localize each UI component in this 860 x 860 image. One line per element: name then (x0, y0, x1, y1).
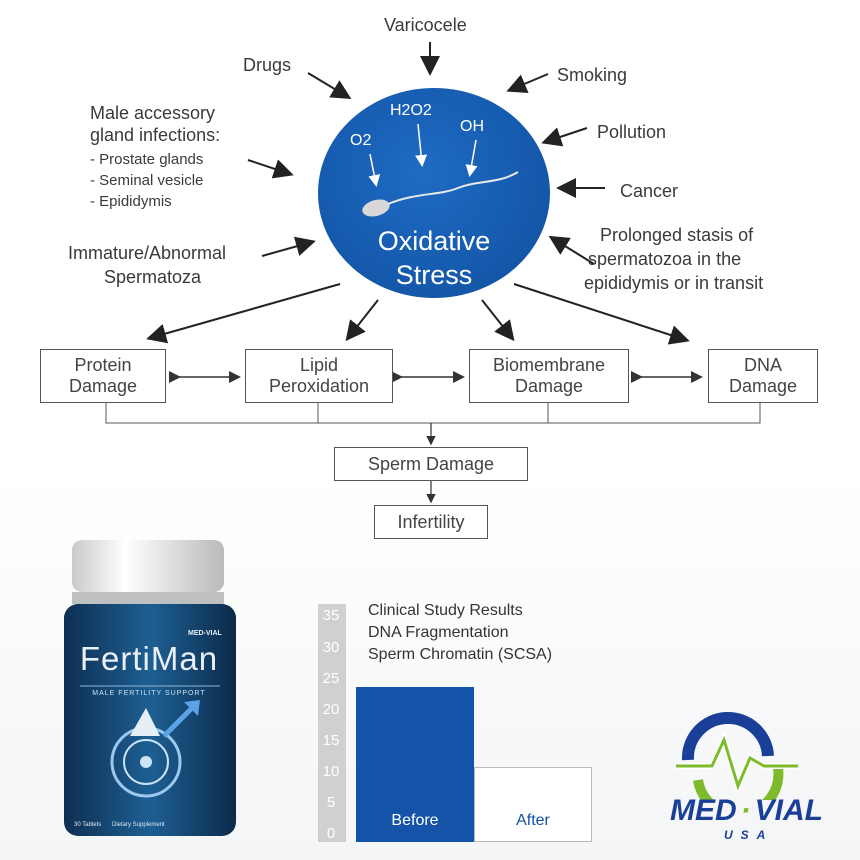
cause-prolonged-2: spermatozoa in the (588, 249, 742, 269)
biomembrane-line2: Damage (514, 376, 584, 396)
stress-label: Stress (395, 260, 473, 290)
med-vial-logo: MED·VIAL USA (668, 710, 848, 850)
oxidative-stress-circle: O2 H2O2 OH Oxidative Stress (318, 88, 550, 298)
box-infertility: Infertility (374, 505, 488, 539)
cause-pollution: Pollution (597, 122, 667, 142)
dna-line1: DNA (743, 355, 782, 375)
product-bottle: MED-VIAL FertiMan MALE FERTILITY SUPPORT… (60, 540, 240, 840)
cause-smoking: Smoking (557, 65, 628, 85)
logo-sep: · (740, 794, 751, 827)
cause-male-accessory-1: Male accessory (90, 103, 216, 123)
bottle-count: 30 Tablets (74, 822, 102, 828)
cause-drugs: Drugs (243, 55, 292, 75)
dna-line2: Damage (728, 376, 798, 396)
h2o2-label: H2O2 (390, 102, 432, 119)
bottle-graphic (64, 540, 236, 836)
oxidative-label: Oxidative (377, 226, 491, 256)
logo-vial: VIAL (754, 794, 824, 827)
logo-med: MED (670, 794, 737, 827)
logo-emblem-icon (676, 712, 798, 800)
logo-sub: USA (724, 828, 774, 842)
cause-immature-2: Spermatoza (104, 267, 202, 287)
oh-label: OH (460, 118, 484, 135)
cause-seminal: - Seminal vesicle (90, 172, 204, 189)
cause-epididymis: - Epididymis (90, 193, 172, 210)
cause-immature-1: Immature/Abnormal (68, 243, 227, 263)
cause-prolonged-1: Prolonged stasis of (600, 225, 754, 245)
bottle-product-name: FertiMan (79, 640, 219, 677)
protein-line1: Protein (74, 355, 132, 375)
o2-label: O2 (350, 132, 372, 149)
biomembrane-line1: Biomembrane (492, 355, 606, 375)
bottle-type: Dietary Supplement (112, 822, 165, 828)
bottle-brand-small: MED-VIAL (188, 630, 222, 637)
protein-line2: Damage (68, 376, 138, 396)
cause-cancer: Cancer (620, 181, 679, 201)
lipid-line1: Lipid (299, 355, 338, 375)
cause-prolonged-3: epididymis or in transit (584, 273, 764, 293)
sperm-icon (362, 123, 519, 217)
logo-text: MED·VIAL (670, 794, 823, 828)
cause-prostate: - Prostate glands (90, 151, 204, 168)
bottle-tagline: MALE FERTILITY SUPPORT (92, 690, 206, 697)
cause-male-accessory-2: gland infections: (90, 125, 221, 145)
lipid-line2: Peroxidation (268, 376, 370, 396)
cause-varicocele: Varicocele (384, 15, 467, 35)
box-sperm-damage: Sperm Damage (334, 447, 528, 481)
